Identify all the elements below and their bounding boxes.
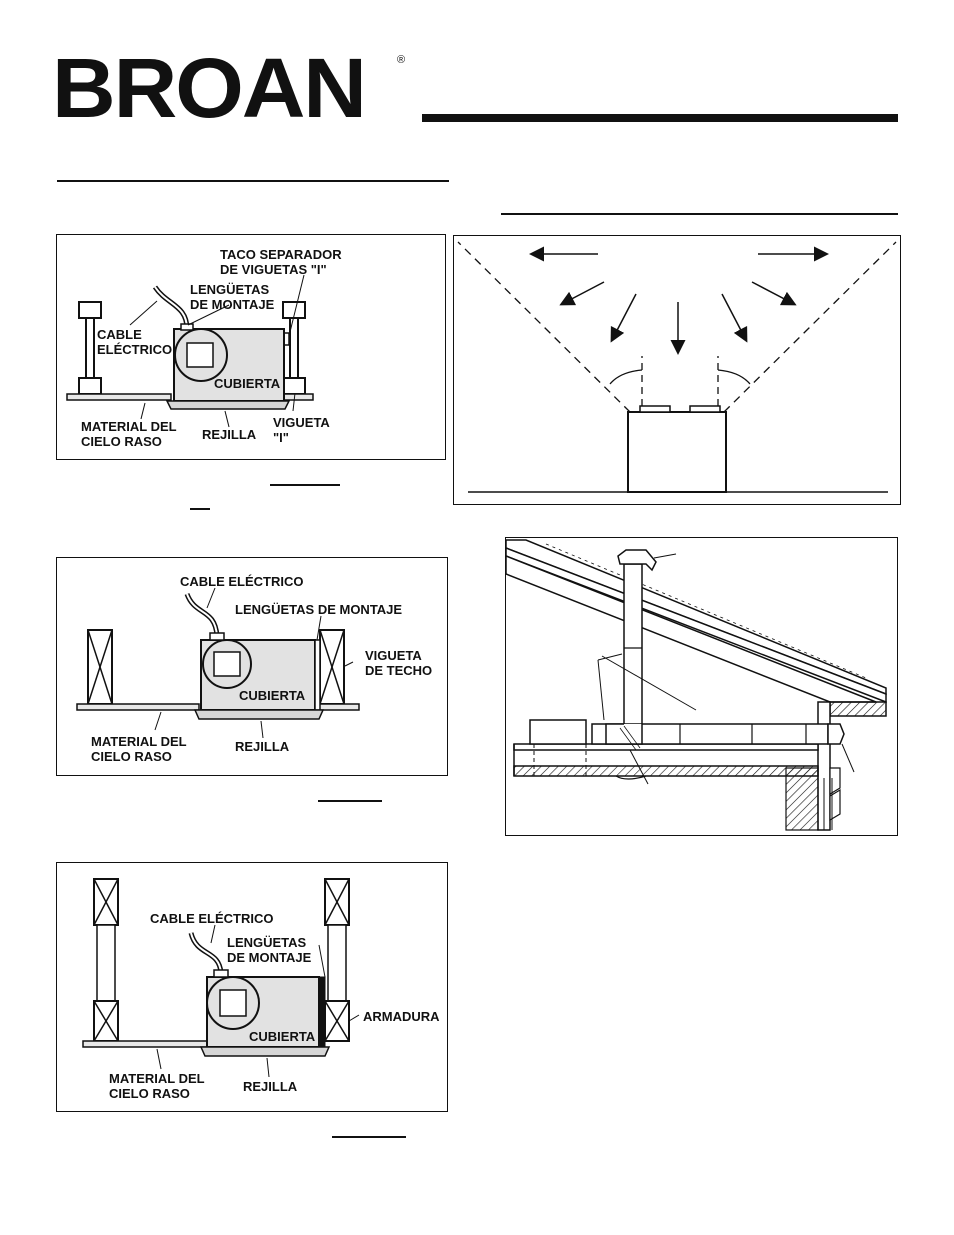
label-grille: REJILLA	[202, 427, 257, 442]
label-ceiling-material: MATERIAL DEL CIELO RASO	[81, 419, 177, 449]
label-spacer-block: TACO SEPARADOR DE VIGUETAS "I"	[220, 247, 342, 277]
left-section-rule	[57, 180, 449, 182]
label-grille: REJILLA	[243, 1079, 298, 1094]
label-housing: CUBIERTA	[249, 1029, 316, 1044]
figure-ceiling-joist-install: CABLE ELÉCTRICO LENGÜETAS DE MONTAJE VIG…	[56, 557, 448, 776]
label-mounting-tabs: LENGÜETAS DE MONTAJE	[227, 935, 312, 965]
figure-truss-drawing	[82, 878, 360, 1078]
label-electric-cable: CABLE ELÉCTRICO	[150, 911, 274, 926]
underline-blank-3	[332, 1136, 406, 1138]
label-i-joist: VIGUETA "I"	[273, 415, 330, 445]
right-section-rule	[501, 213, 898, 215]
figure-i-joist-drawing	[66, 274, 314, 428]
label-ceiling-material: MATERIAL DEL CIELO RASO	[91, 734, 187, 764]
label-ceiling-material: MATERIAL DEL CIELO RASO	[109, 1071, 205, 1101]
brand-name: BROAN	[52, 41, 367, 135]
figure-attic-duct	[505, 537, 898, 836]
figure-attic-duct-drawing	[505, 539, 887, 831]
label-electric-cable: CABLE ELÉCTRICO	[97, 327, 173, 357]
figure-truss-install: CABLE ELÉCTRICO LENGÜETAS DE MONTAJE ARM…	[56, 862, 448, 1112]
underline-blank-2	[318, 800, 382, 802]
broan-logo: BROAN ®	[52, 46, 412, 130]
label-truss: ARMADURA	[363, 1009, 440, 1024]
figure-discharge-angles	[453, 235, 901, 505]
label-ceiling-joist: VIGUETA DE TECHO	[365, 648, 433, 678]
underline-blank-1b	[190, 508, 210, 510]
figure-discharge-drawing	[457, 241, 897, 493]
label-housing: CUBIERTA	[239, 688, 306, 703]
figure-i-joist-install: TACO SEPARADOR DE VIGUETAS "I" LENGÜETAS…	[56, 234, 446, 460]
label-mounting-tabs: LENGÜETAS DE MONTAJE	[190, 282, 275, 312]
figure-ceiling-joist-drawing	[76, 587, 360, 739]
underline-blank-1a	[270, 484, 340, 486]
label-grille: REJILLA	[235, 739, 290, 754]
label-housing: CUBIERTA	[214, 376, 281, 391]
registered-mark: ®	[397, 54, 406, 66]
label-mounting-tabs: LENGÜETAS DE MONTAJE	[235, 602, 403, 617]
header-rule	[422, 114, 898, 122]
label-electric-cable: CABLE ELÉCTRICO	[180, 574, 304, 589]
